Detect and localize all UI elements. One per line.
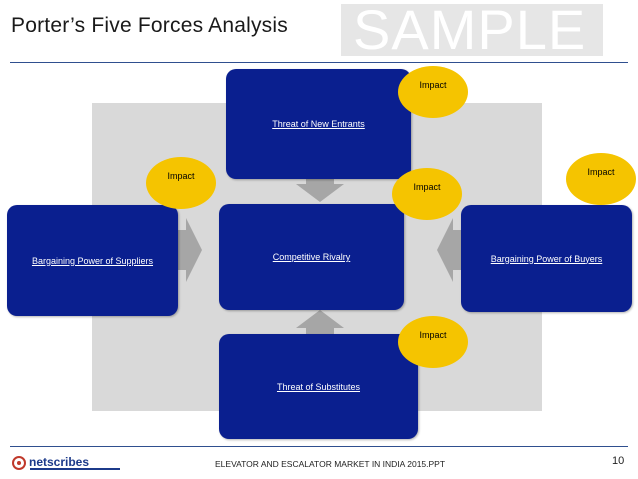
- netscribes-logo: netscribes: [12, 455, 122, 473]
- impact-label: Impact: [419, 80, 447, 90]
- label-substitutes: Threat of Substitutes: [276, 381, 361, 392]
- label-suppliers: Bargaining Power of Suppliers: [31, 255, 154, 266]
- box-substitutes: Threat of Substitutes: [219, 334, 418, 439]
- down-arrow: [296, 176, 344, 202]
- label-buyers: Bargaining Power of Buyers: [490, 253, 603, 264]
- footer-text: ELEVATOR AND ESCALATOR MARKET IN INDIA 2…: [215, 459, 446, 469]
- impact-rivalry: Impact: [392, 168, 462, 220]
- up-arrow: [296, 310, 344, 336]
- slide-title: Porter’s Five Forces Analysis: [11, 14, 288, 37]
- watermark-text: SAMPLE: [353, 0, 587, 61]
- page-number: 10: [612, 455, 625, 467]
- impact-label: Impact: [167, 171, 195, 181]
- logo-text: netscribes: [29, 455, 90, 469]
- impact-substitutes: Impact: [398, 316, 468, 368]
- sample-watermark: SAMPLE: [341, 0, 603, 60]
- left-arrow: [437, 218, 461, 282]
- logo-underline: [30, 468, 120, 470]
- logo-icon: [12, 456, 26, 470]
- box-buyers: Bargaining Power of Buyers: [461, 205, 632, 312]
- impact-suppliers: Impact: [146, 157, 216, 209]
- impact-label: Impact: [419, 330, 447, 340]
- label-new-entrants: Threat of New Entrants: [272, 119, 365, 129]
- impact-buyers: Impact: [566, 153, 636, 205]
- box-suppliers: Bargaining Power of Suppliers: [7, 205, 178, 316]
- footer-rule: [10, 446, 628, 447]
- impact-label: Impact: [413, 182, 441, 192]
- impact-label: Impact: [587, 167, 615, 177]
- box-new-entrants: Threat of New Entrants: [226, 69, 411, 179]
- right-arrow: [178, 218, 202, 282]
- impact-new-entrants: Impact: [398, 66, 468, 118]
- title-rule: [10, 62, 628, 63]
- label-rivalry: Competitive Rivalry: [272, 252, 351, 262]
- box-rivalry: Competitive Rivalry: [219, 204, 404, 310]
